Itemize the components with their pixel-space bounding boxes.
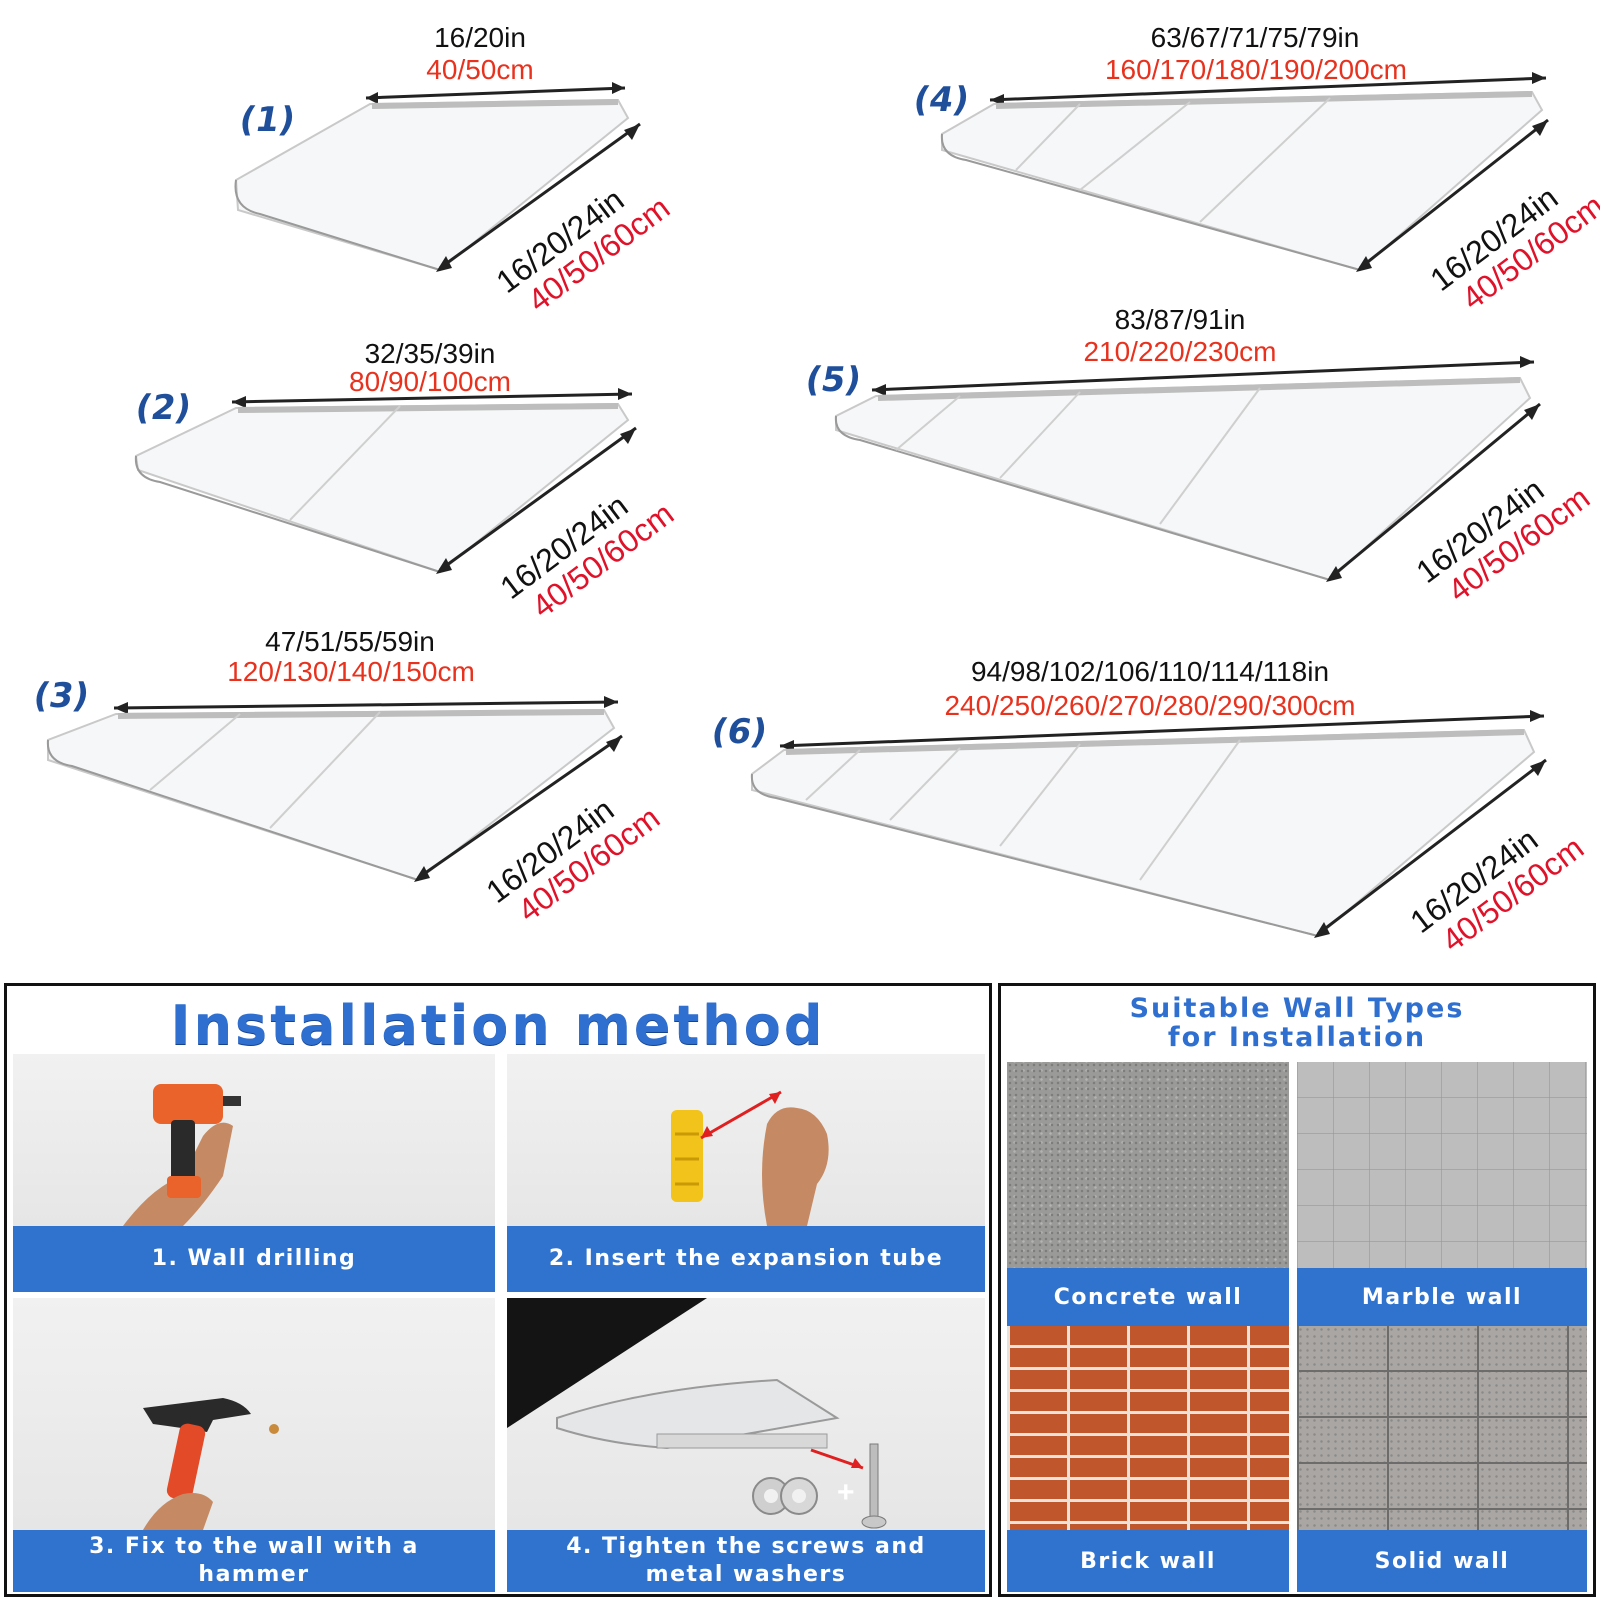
size-1-number: (1) <box>236 100 299 140</box>
size-3-length-in: 47/51/55/59in <box>265 626 435 657</box>
size-2-number: (2) <box>132 388 195 428</box>
size-3-number: (3) <box>30 676 93 716</box>
step-2-photo <box>507 1054 985 1226</box>
canopy-1-drawing <box>234 82 641 272</box>
installation-title: Installation method <box>170 994 826 1057</box>
concrete-texture <box>1007 1062 1289 1268</box>
canopy-bracket-icon <box>556 1378 840 1450</box>
drill-icon <box>123 1084 241 1226</box>
canopy-3-drawing <box>46 696 623 882</box>
wall-solid: Solid wall <box>1297 1326 1587 1592</box>
expansion-tube-icon <box>671 1110 703 1202</box>
wall-types-panel: Suitable Wall Types for Installation Con… <box>998 983 1596 1597</box>
wall-brick-label: Brick wall <box>1007 1530 1289 1592</box>
washer-icon <box>752 1477 818 1515</box>
arrow-icon <box>810 1448 864 1470</box>
size-2-length-cm: 80/90/100cm <box>349 366 511 397</box>
installation-panel: Installation method 1. Wall drilling <box>4 983 992 1597</box>
hammer-icon <box>143 1398 251 1530</box>
size-4-length-cm: 160/170/180/190/200cm <box>1104 54 1408 85</box>
wall-types-title: Suitable Wall Types for Installation <box>1129 993 1465 1053</box>
canopy-4-drawing <box>940 72 1549 272</box>
step-4-caption: 4. Tighten the screws and metal washers <box>507 1530 985 1592</box>
size-1-length-cm: 40/50cm <box>426 54 534 85</box>
solid-texture <box>1297 1326 1587 1530</box>
size-6-number: (6) <box>708 712 771 752</box>
screw-icon <box>861 1443 887 1529</box>
canopy-5-drawing <box>834 356 1541 582</box>
size-2-length-in: 32/35/39in <box>364 338 496 369</box>
wall-concrete-label: Concrete wall <box>1007 1268 1289 1326</box>
size-6-length-in: 94/98/102/106/110/114/118in <box>970 656 1330 687</box>
step-2-caption: 2. Insert the expansion tube <box>507 1226 985 1292</box>
size-1-length-in: 16/20in <box>434 22 526 53</box>
canopy-6-drawing <box>750 710 1547 938</box>
step-4: + 4. Tighten the screws and metal washer… <box>507 1298 985 1592</box>
step-3-photo <box>13 1298 495 1530</box>
size-5-length-in: 83/87/91in <box>1114 304 1246 335</box>
size-4-length-in: 63/67/71/75/79in <box>1150 22 1360 53</box>
brick-texture <box>1007 1326 1289 1530</box>
plus-icon: + <box>837 1476 855 1509</box>
step-1: 1. Wall drilling <box>13 1054 495 1292</box>
size-4-number: (4) <box>910 80 973 120</box>
step-1-photo <box>13 1054 495 1226</box>
nail-hole <box>269 1424 279 1434</box>
wall-corner-shadow <box>507 1298 707 1428</box>
size-5-length-cm: 210/220/230cm <box>1083 336 1277 367</box>
size-6-length-cm: 240/250/260/270/280/290/300cm <box>944 690 1356 721</box>
marble-texture <box>1297 1062 1587 1268</box>
wall-brick: Brick wall <box>1007 1326 1289 1592</box>
step-1-caption: 1. Wall drilling <box>13 1226 495 1292</box>
arrow-icon <box>700 1090 782 1140</box>
step-3-caption: 3. Fix to the wall with a hammer <box>13 1530 495 1592</box>
step-2: 2. Insert the expansion tube <box>507 1054 985 1292</box>
wall-concrete: Concrete wall <box>1007 1062 1289 1326</box>
wall-marble: Marble wall <box>1297 1062 1587 1326</box>
wall-solid-label: Solid wall <box>1297 1530 1587 1592</box>
canopy-2-drawing <box>134 388 637 574</box>
step-4-photo: + <box>507 1298 985 1530</box>
wall-marble-label: Marble wall <box>1297 1268 1587 1326</box>
size-3-length-cm: 120/130/140/150cm <box>227 656 475 687</box>
size-5-number: (5) <box>802 360 865 400</box>
hand-icon <box>762 1107 829 1226</box>
step-3: 3. Fix to the wall with a hammer <box>13 1298 495 1592</box>
